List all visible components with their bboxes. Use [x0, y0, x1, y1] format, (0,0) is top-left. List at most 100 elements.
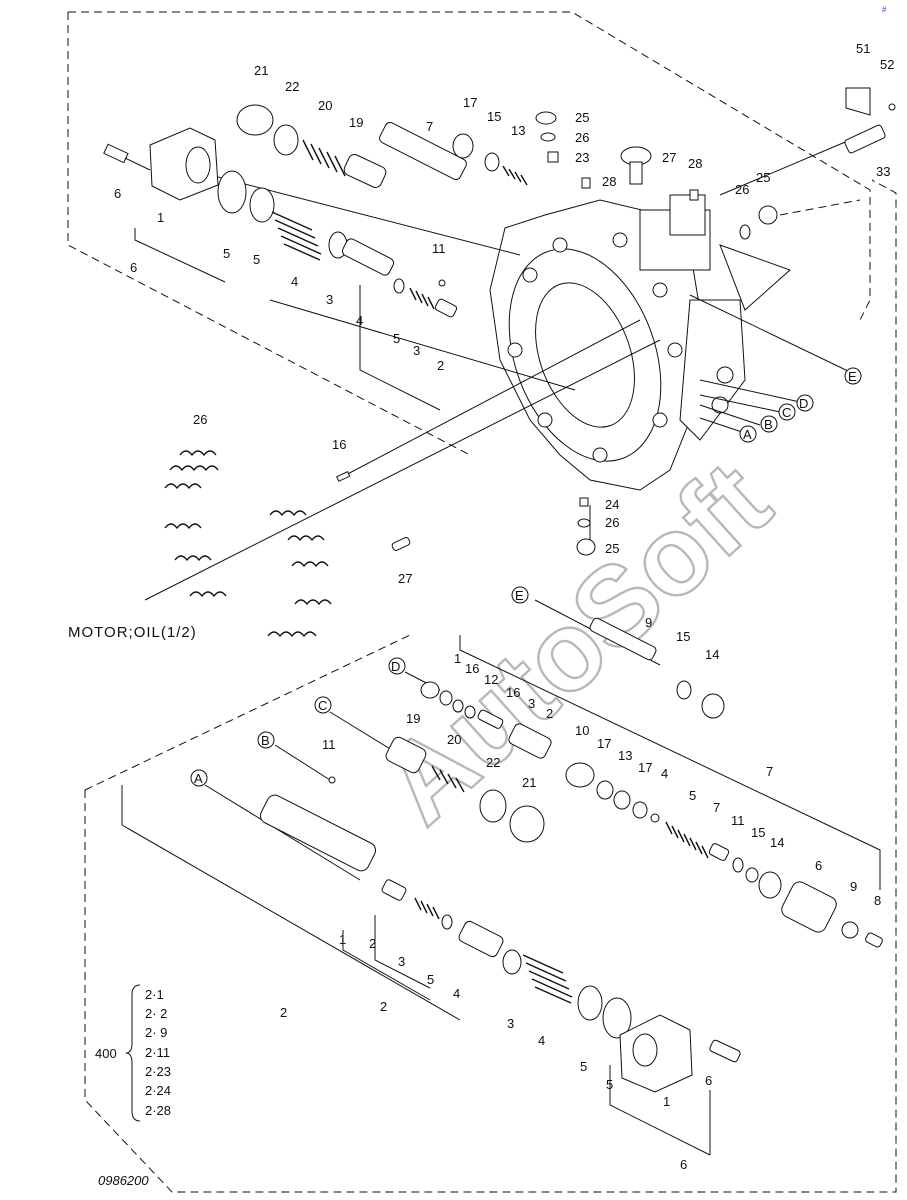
kit-item: 2·1 [145, 987, 164, 1002]
label-13b: 13 [618, 748, 632, 763]
ref-c-lower: C [318, 698, 327, 713]
label-4e: 4 [538, 1033, 545, 1048]
kit-item: 2· 9 [145, 1025, 167, 1040]
label-7c: 7 [713, 800, 720, 815]
label-16c: 16 [506, 685, 520, 700]
label-5e: 5 [427, 972, 434, 987]
ref-a-upper: A [743, 427, 752, 442]
kit-item: 2·23 [145, 1064, 171, 1079]
ref-d-upper: D [799, 396, 808, 411]
label-15: 15 [487, 109, 501, 124]
label-28: 28 [688, 156, 702, 171]
ref-c-upper: C [782, 405, 791, 420]
label-6e: 6 [680, 1157, 687, 1172]
label-4b: 4 [356, 313, 363, 328]
kit-number: 400 [95, 1046, 117, 1061]
label-26c: 26 [193, 412, 207, 427]
label-1c: 1 [339, 932, 346, 947]
spring-cluster [164, 450, 596, 638]
kit-item: 2·24 [145, 1083, 171, 1098]
label-5b: 5 [253, 252, 260, 267]
kit-item: 2·28 [145, 1103, 171, 1118]
label-51: 51 [856, 41, 870, 56]
label-28b: 28 [602, 174, 616, 189]
corner-mark: # [882, 5, 887, 14]
bottom-brackets [342, 915, 711, 1156]
label-25: 25 [575, 110, 589, 125]
ref-e-upper: E [848, 369, 857, 384]
label-1b: 1 [454, 651, 461, 666]
kit-item: 2·11 [145, 1045, 170, 1060]
label-16b: 16 [465, 661, 479, 676]
label-2b: 2 [546, 706, 553, 721]
label-24: 24 [605, 497, 619, 512]
drawing-number: 0986200 [98, 1173, 149, 1188]
label-7b: 7 [766, 764, 773, 779]
label-33: 33 [876, 164, 890, 179]
label-22b: 22 [486, 755, 500, 770]
label-16: 16 [332, 437, 346, 452]
part-labels: 21 22 20 19 7 17 15 13 25 26 23 27 28 28… [114, 41, 894, 1172]
label-2d: 2 [380, 999, 387, 1014]
label-20b: 20 [447, 732, 461, 747]
kit-list: 400 2·1 2· 2 2· 9 2·11 2·23 2·24 2·28 [95, 984, 171, 1122]
label-17: 17 [463, 95, 477, 110]
label-23: 23 [575, 150, 589, 165]
label-11b: 11 [731, 813, 745, 828]
label-19: 19 [349, 115, 363, 130]
label-8: 8 [874, 893, 881, 908]
label-3d: 3 [398, 954, 405, 969]
dashed-outlines [67, 11, 897, 1193]
label-5c: 5 [393, 331, 400, 346]
label-26d: 26 [605, 515, 619, 530]
label-25c: 25 [605, 541, 619, 556]
label-9b: 9 [850, 879, 857, 894]
ref-b-lower: B [261, 733, 270, 748]
label-7: 7 [426, 119, 433, 134]
label-26b: 26 [735, 182, 749, 197]
label-5: 5 [223, 246, 230, 261]
label-5g: 5 [606, 1077, 613, 1092]
label-12: 12 [484, 672, 498, 687]
ref-d-lower: D [391, 659, 400, 674]
label-4: 4 [291, 274, 298, 289]
label-11c: 11 [322, 737, 336, 752]
ref-a-lower: A [194, 771, 203, 786]
label-11: 11 [432, 241, 446, 256]
label-21: 21 [254, 63, 268, 78]
upper-left-parts [103, 87, 896, 318]
label-2: 2 [437, 358, 444, 373]
label-15c: 15 [751, 825, 765, 840]
label-52: 52 [880, 57, 894, 72]
ref-b-upper: B [764, 417, 773, 432]
label-9: 9 [645, 615, 652, 630]
label-5d: 5 [689, 788, 696, 803]
label-1: 1 [157, 210, 164, 225]
motor-casing [489, 194, 791, 491]
ref-e-lower: E [515, 588, 524, 603]
section-title: MOTOR;OIL(1/2) [68, 624, 197, 641]
label-13: 13 [511, 123, 525, 138]
label-6c: 6 [815, 858, 822, 873]
circle-references: E D C B A E D C B A [190, 367, 862, 787]
label-2e: 2 [280, 1005, 287, 1020]
label-17c: 17 [638, 760, 652, 775]
label-3: 3 [326, 292, 333, 307]
label-25b: 25 [756, 170, 770, 185]
label-6b: 6 [130, 260, 137, 275]
label-27b: 27 [398, 571, 412, 586]
label-4d: 4 [453, 986, 460, 1001]
label-6: 6 [114, 186, 121, 201]
label-3e: 3 [507, 1016, 514, 1031]
label-19b: 19 [406, 711, 420, 726]
label-3c: 3 [528, 696, 535, 711]
label-1d: 1 [663, 1094, 670, 1109]
label-26: 26 [575, 130, 589, 145]
lower-parts [259, 617, 883, 1093]
label-20: 20 [318, 98, 332, 113]
label-6d: 6 [705, 1073, 712, 1088]
label-10: 10 [575, 723, 589, 738]
label-22: 22 [285, 79, 299, 94]
label-15b: 15 [676, 629, 690, 644]
